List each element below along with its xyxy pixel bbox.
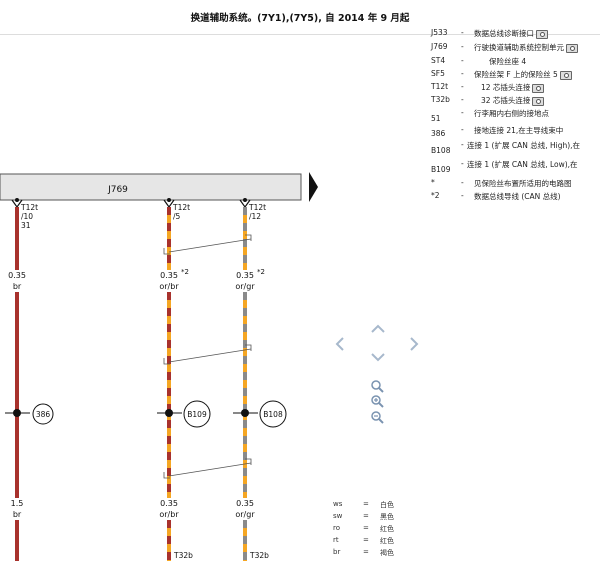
- chevron-right-icon[interactable]: [410, 337, 419, 351]
- wire-note-label: *2: [181, 268, 189, 276]
- zoom-fit-icon[interactable]: [371, 380, 384, 393]
- connector-label: T32b: [249, 551, 269, 560]
- pin-extra-label: 31: [21, 221, 31, 230]
- twisted-pair-marker: [163, 344, 252, 365]
- camera-icon[interactable]: [536, 29, 548, 39]
- zoom-out-icon[interactable]: [371, 411, 384, 424]
- pin-connector-label: T12t: [172, 203, 190, 212]
- component-label: J769: [107, 185, 128, 195]
- chevron-up-icon[interactable]: [371, 324, 385, 333]
- continue-arrow-icon[interactable]: [309, 172, 318, 202]
- zoom-in-icon[interactable]: [371, 395, 384, 408]
- wire-note-label: *2: [257, 268, 265, 276]
- wiring-diagram-svg: J769 T12t /10 31 T12t /5 T12t /12: [0, 172, 318, 561]
- page-title: 换道辅助系统。(7Y1),(7Y5), 自 2014 年 9 月起: [190, 13, 410, 24]
- title-bar: 换道辅助系统。(7Y1),(7Y5), 自 2014 年 9 月起: [0, 0, 600, 35]
- wiring-diagram: J769 T12t /10 31 T12t /5 T12t /12: [0, 34, 430, 561]
- view-navigation-svg: [335, 324, 419, 424]
- camera-icon[interactable]: [532, 83, 545, 93]
- camera-icon[interactable]: [532, 96, 545, 106]
- connector-label: T32b: [173, 551, 193, 560]
- wire-size-label: 0.35: [160, 499, 178, 508]
- junction-label: 386: [36, 410, 51, 419]
- wire-color-label: or/gr: [235, 510, 255, 519]
- wire-color-label: or/br: [159, 282, 179, 291]
- component-block[interactable]: [0, 173, 302, 201]
- wire-size-label: 1.5: [11, 499, 24, 508]
- wire-size-label: 0.35: [236, 499, 254, 508]
- camera-icon[interactable]: [566, 43, 578, 53]
- pin-connector-label: T12t: [20, 203, 38, 212]
- camera-icon[interactable]: [559, 70, 572, 80]
- wire-color-label: br: [13, 510, 22, 519]
- chevron-left-icon[interactable]: [335, 337, 344, 351]
- pin-number-label: /10: [21, 212, 33, 221]
- wire-color-label: br: [13, 282, 22, 291]
- wire-size-label: 0.35: [160, 271, 178, 280]
- wire-color-label: or/gr: [235, 282, 255, 291]
- wire-size-label: 0.35: [236, 271, 254, 280]
- junction-node[interactable]: 386: [5, 403, 54, 425]
- junction-node[interactable]: B109: [157, 400, 211, 428]
- twisted-pair-marker: [163, 458, 252, 479]
- wire-color-label: or/br: [159, 510, 179, 519]
- view-navigation: [330, 320, 430, 430]
- pin-connector-label: T12t: [248, 203, 266, 212]
- pin-number-label: /12: [249, 212, 261, 221]
- wire-size-label: 0.35: [8, 271, 26, 280]
- junction-label: B108: [263, 410, 283, 419]
- pin-number-label: /5: [173, 212, 181, 221]
- twisted-pair-marker: [163, 234, 252, 255]
- junction-node[interactable]: B108: [233, 400, 287, 428]
- chevron-down-icon[interactable]: [371, 353, 385, 362]
- junction-label: B109: [187, 410, 207, 419]
